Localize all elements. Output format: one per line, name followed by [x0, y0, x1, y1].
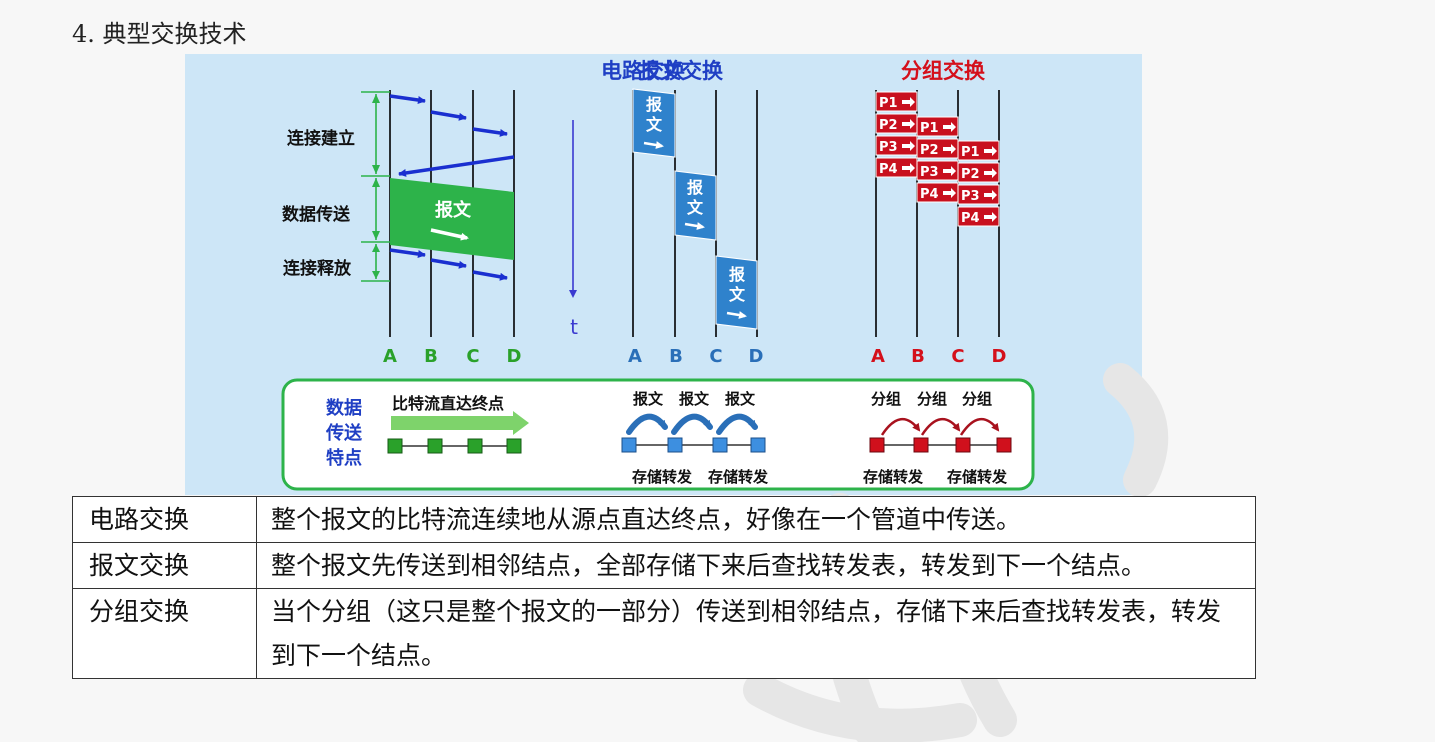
legend-msg-caption-2: 报文 [679, 390, 710, 408]
packet-arrow-icon [902, 141, 915, 151]
circuit-message-label: 报文 [435, 199, 472, 221]
packet-label: P2 [920, 143, 939, 158]
table-row: 报文交换 整个报文先传送到相邻结点，全部存储下来后查找转发表，转发到下一个结点。 [72, 542, 1256, 589]
packet-arrow-icon [943, 122, 956, 132]
message-panel: 报 文 报 文 报 文 A B C D [628, 88, 764, 367]
packet-label: P1 [879, 96, 898, 111]
circuit-node-d: D [507, 346, 522, 367]
packet-node-a: A [871, 346, 885, 367]
comparison-table: 电路交换 整个报文的比特流连续地从源点直达终点，好像在一个管道中传送。 报文交换… [72, 496, 1256, 679]
packet-label: P3 [920, 165, 939, 180]
row-key: 分组交换 [72, 588, 257, 679]
packet-arrow-icon [984, 190, 997, 200]
title-message: 报文交换 [639, 59, 724, 83]
legend-bitstream-arrow [391, 411, 529, 435]
legend-title-2: 传送 [325, 422, 363, 444]
packet-arrow-icon [943, 144, 956, 154]
legend-title-3: 特点 [326, 447, 362, 469]
legend-msg-store-1: 存储转发 [632, 468, 693, 486]
section-heading: 4. 典型交换技术 [72, 20, 247, 48]
msg1-char2: 文 [646, 115, 663, 134]
packet-block [957, 206, 1000, 227]
packet-arrow-icon [984, 168, 997, 178]
circuit-node-b: B [424, 346, 438, 367]
packet-block [875, 91, 918, 112]
packet-arrow-icon [902, 119, 915, 129]
packet-label: P4 [961, 211, 980, 226]
packet-label: P3 [879, 140, 898, 155]
packet-block [957, 162, 1000, 183]
packet-node-c: C [951, 346, 964, 367]
title-packet: 分组交换 [901, 59, 986, 83]
msg3-char1: 报 [729, 265, 745, 284]
message-node-d: D [749, 346, 764, 367]
legend-circuit-caption: 比特流直达终点 [392, 394, 504, 413]
row-key: 电路交换 [72, 496, 257, 543]
row-value: 当个分组（这只是整个报文的一部分）传送到相邻结点，存储下来后查找转发表，转发到下… [256, 588, 1256, 679]
phase-release: 连接释放 [283, 258, 352, 279]
packet-arrow-icon [902, 163, 915, 173]
legend-msg-caption-1: 报文 [633, 390, 664, 408]
packet-label: P2 [879, 118, 898, 133]
legend-msg-store-2: 存储转发 [708, 468, 769, 486]
packet-arrow-icon [943, 188, 956, 198]
packet-label: P2 [961, 167, 980, 182]
msg1-char1: 报 [646, 95, 662, 114]
legend-pkt-store-2: 存储转发 [947, 468, 1008, 486]
switching-svg: 电路交换 报文交换 分组交换 连接建立 数据传送 连接释放 [281, 59, 1035, 491]
packet-label: P1 [920, 121, 939, 136]
packet-arrow-icon [943, 166, 956, 176]
legend-box: 数据 传送 特点 比特流直达终点 报文 报文 报文 存储转发 存储转发 [281, 378, 1035, 491]
title-circuit: 电路交换 [601, 59, 686, 83]
row-value: 整个报文先传送到相邻结点，全部存储下来后查找转发表，转发到下一个结点。 [256, 542, 1256, 589]
msg2-char1: 报 [687, 178, 703, 197]
message-node-c: C [709, 346, 722, 367]
packet-node-b: B [911, 346, 925, 367]
row-value: 整个报文的比特流连续地从源点直达终点，好像在一个管道中传送。 [256, 496, 1256, 543]
phase-setup: 连接建立 [287, 128, 355, 149]
packet-label: P3 [961, 189, 980, 204]
legend-title-1: 数据 [326, 397, 362, 419]
packet-node-d: D [992, 346, 1007, 367]
circuit-node-c: C [466, 346, 479, 367]
table-row: 分组交换 当个分组（这只是整个报文的一部分）传送到相邻结点，存储下来后查找转发表… [72, 588, 1256, 679]
legend-pkt-store-1: 存储转发 [863, 468, 924, 486]
legend-msg-caption-3: 报文 [725, 390, 756, 408]
packet-block [957, 140, 1000, 161]
msg2-char2: 文 [687, 198, 704, 217]
packet-arrow-icon [902, 97, 915, 107]
packet-block [957, 184, 1000, 205]
time-label: t [570, 315, 578, 339]
packet-arrow-icon [984, 146, 997, 156]
packet-arrow-icon [984, 212, 997, 222]
circuit-node-a: A [383, 346, 397, 367]
row-key: 报文交换 [72, 542, 257, 589]
packet-label: P1 [961, 145, 980, 160]
legend-pkt-caption-2: 分组 [917, 390, 947, 408]
message-node-b: B [669, 346, 683, 367]
phase-transfer: 数据传送 [282, 204, 351, 225]
switching-diagram: 电路交换 报文交换 分组交换 连接建立 数据传送 连接释放 [185, 54, 1142, 495]
packet-label: P4 [879, 162, 898, 177]
legend-pkt-caption-3: 分组 [962, 390, 992, 408]
circuit-transfer-block [390, 178, 514, 260]
packet-label: P4 [920, 187, 939, 202]
msg3-char2: 文 [729, 285, 746, 304]
table-row: 电路交换 整个报文的比特流连续地从源点直达终点，好像在一个管道中传送。 [72, 496, 1256, 543]
legend-pkt-caption-1: 分组 [871, 390, 901, 408]
circuit-panel: 连接建立 数据传送 连接释放 报文 A B C D [282, 90, 521, 367]
message-node-a: A [628, 346, 642, 367]
packet-block [916, 116, 959, 137]
